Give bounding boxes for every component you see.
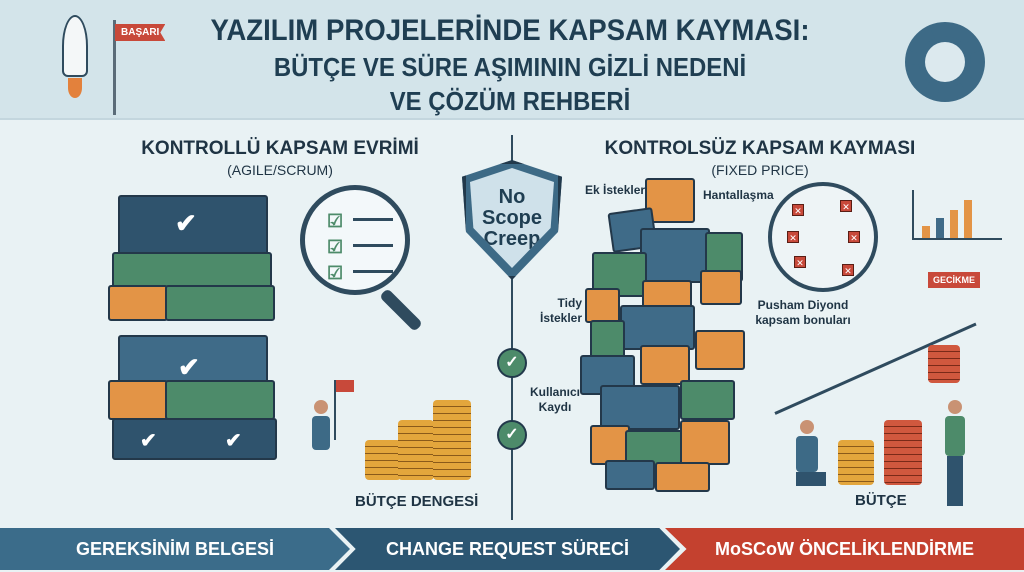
tower-label: Tidy İstekler xyxy=(540,296,583,325)
tower-label: Kullanıcı Kaydı xyxy=(530,385,581,414)
rocket-icon xyxy=(62,15,88,77)
check-circle-icon: ✓ xyxy=(497,420,527,450)
magnifier-checklist-icon: ☑☑☑ xyxy=(300,185,410,295)
header-banner: BAŞARI YAZILIM PROJELERİNDE KAPSAM KAYMA… xyxy=(0,0,1024,120)
left-section-title: KONTROLLÜ KAPSAM EVRİMİ xyxy=(141,138,419,159)
tower-label: Ek İstekler xyxy=(585,183,646,197)
left-section-subtitle: (AGILE/SCRUM) xyxy=(227,162,333,178)
delay-flag: GECİKME xyxy=(928,272,981,288)
no-scope-creep-badge: No Scope Creep xyxy=(470,168,554,268)
page-title-line1: YAZILIM PROJELERİNDE KAPSAM KAYMASI: xyxy=(210,14,810,47)
gear-icon xyxy=(905,22,985,102)
magnifier-handle xyxy=(379,288,423,332)
section-divider xyxy=(511,135,513,520)
success-flag: BAŞARI xyxy=(115,24,166,41)
budget-label: BÜTÇE xyxy=(855,492,907,509)
worried-person xyxy=(940,400,970,510)
step-moscow-prioritization: MoSCoW ÖNCELİKLENDİRME xyxy=(665,528,1024,570)
kneeling-person xyxy=(790,420,830,510)
right-section-title: KONTROLSÜZ KAPSAM KAYMASI xyxy=(604,138,916,159)
step-requirements-document: GEREKSİNİM BELGESİ xyxy=(0,528,350,570)
coin-stack xyxy=(838,440,874,485)
tower-label: Pusham Diyond kapsam bonuları xyxy=(755,298,851,327)
right-section-subtitle: (FIXED PRICE) xyxy=(711,162,809,178)
runner-with-flag xyxy=(300,380,354,480)
magnifier-network-icon: ✕ ✕ ✕ ✕ ✕ ✕ xyxy=(768,182,878,292)
gear-center-icon xyxy=(925,42,965,82)
check-icon: ✔ xyxy=(178,352,200,382)
step-change-request-process: CHANGE REQUEST SÜRECİ xyxy=(335,528,680,570)
bar-chart-icon xyxy=(912,190,1002,240)
check-circle-icon: ✓ xyxy=(497,348,527,378)
flag-pole xyxy=(113,20,116,115)
budget-balance-label: BÜTÇE DENGESİ xyxy=(355,493,479,510)
check-icon: ✔ xyxy=(140,430,157,452)
page-title-line3: VE ÇÖZÜM REHBERİ xyxy=(389,86,631,116)
page-title-line2: BÜTÇE VE SÜRE AŞIMININ GİZLİ NEDENİ xyxy=(273,52,747,82)
check-icon: ✔ xyxy=(175,208,197,238)
check-icon: ✔ xyxy=(225,430,242,452)
tower-label: Hantallaşma xyxy=(703,188,774,202)
rocket-flame-icon xyxy=(68,78,82,98)
coin-stack xyxy=(884,420,922,485)
